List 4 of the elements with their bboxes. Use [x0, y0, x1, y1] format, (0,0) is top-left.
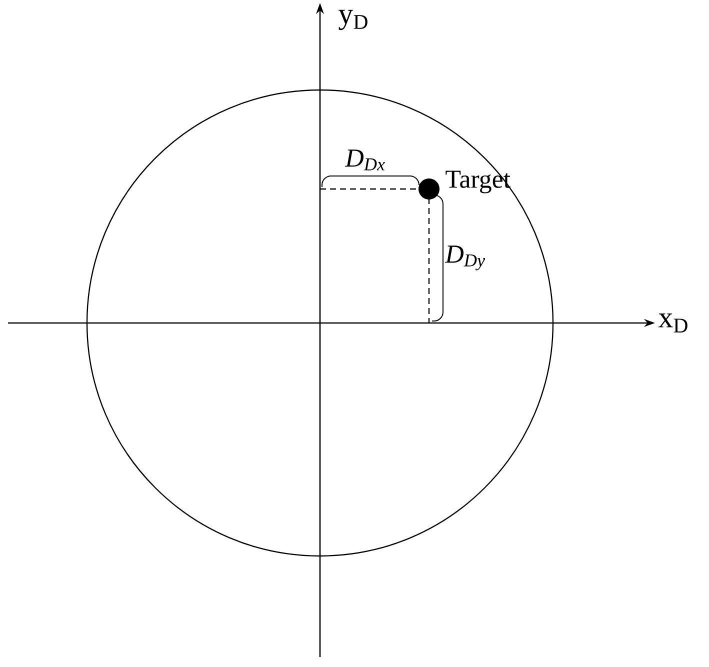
axis-label: x$_{D}$ [658, 314, 688, 332]
axis-label: y$_{D}$ [338, 10, 368, 30]
dimension-label: D$_{Dx}$ [344, 150, 385, 170]
dimension-label: D$_{Dy}$ [444, 246, 486, 270]
